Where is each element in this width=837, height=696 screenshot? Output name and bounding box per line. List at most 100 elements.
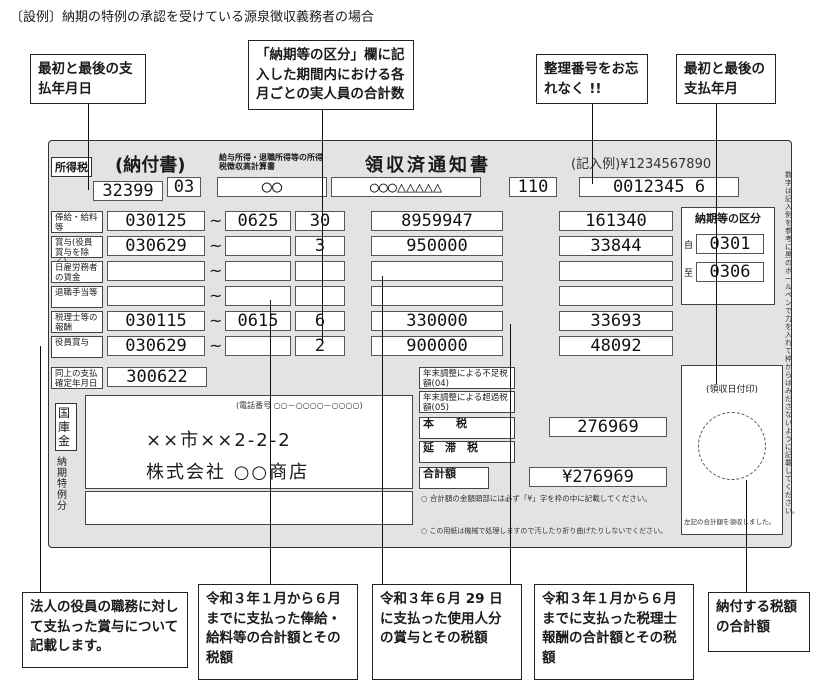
zeimusho-code: ○○○△△△△△ [331, 177, 481, 197]
phone-label: (電話番号 ○○－○○○○－○○○○) [236, 401, 363, 410]
row-from-date-value [107, 286, 205, 306]
arrow-line [746, 480, 747, 592]
row-amount-value [371, 286, 503, 306]
row-from-date-value: 030629 [107, 336, 205, 356]
kamoku-value: 110 [509, 177, 557, 197]
callout-bonus-total: 令和３年６月 29 日に支払った使用人分の賞与とその税額 [372, 584, 522, 680]
year-code-value: 03 [167, 177, 201, 197]
arrow-line [40, 346, 41, 592]
row-tax [559, 261, 673, 281]
kubun-box: 納期等の区分 自 0301 至 0306 [681, 207, 775, 305]
row-people [295, 261, 345, 281]
callout-officer-bonus: 法人の役員の職務に対して支払った賞与について記載します。 [22, 592, 188, 668]
row-to-date-value [225, 261, 291, 281]
row-from-date-value [107, 261, 205, 281]
row-people-value: 2 [295, 336, 345, 356]
payer-code: ○○ [217, 177, 327, 197]
row-people-value [295, 261, 345, 281]
range-tilde: ~ [209, 261, 223, 280]
entai-label: 延 滞 税 [419, 441, 515, 463]
range-tilde: ~ [209, 311, 223, 330]
honzei-value: 276969 [549, 417, 667, 437]
row-to-date: 0625 [225, 211, 291, 231]
row-to-date-value: 0615 [225, 311, 291, 331]
row-amount [371, 261, 503, 281]
adjust-over-label: 年末調整による超過税額(05) [419, 391, 515, 413]
row-tax-value: 33844 [559, 236, 673, 256]
callout-kubun-note: 「納期等の区分」欄に記入した期間内における各月ごとの実人員の合計数 [248, 40, 414, 110]
row-tax-value: 48092 [559, 336, 673, 356]
payer-code-value: ○○ [217, 177, 327, 197]
adjust-short-label: 年末調整による不足税額(04) [419, 367, 515, 389]
seiri-number-value: 0012345 6 [579, 177, 739, 197]
callout-total-tax: 納付する税額の合計額 [708, 592, 810, 652]
kubun-to: 0306 [696, 262, 764, 282]
arrow-line [382, 276, 383, 592]
row-label: 役員賞与 [51, 336, 103, 358]
arrow-line [322, 110, 323, 344]
row-from-date [107, 261, 205, 281]
address-area: (電話番号 ○○－○○○○－○○○○) ××市××2-2-2 株式会社 ○○商店 [85, 395, 413, 489]
row-amount-value: 900000 [371, 336, 503, 356]
kubun-to-label: 至 [684, 269, 694, 279]
zeimusho-value: ○○○△△△△△ [331, 177, 481, 197]
row-to-date-value [225, 336, 291, 356]
row-amount: 900000 [371, 336, 503, 356]
kamoku-code: 110 [509, 177, 557, 197]
callout-seiri-note: 整理番号をお忘れなく !! [536, 54, 648, 104]
row-amount: 330000 [371, 311, 503, 331]
office-code-value: 32399 [93, 181, 163, 201]
arrow-line [592, 104, 593, 184]
company-value: 株式会社 ○○商店 [146, 462, 310, 483]
row-label: 退職手当等 [51, 286, 103, 308]
payment-slip-form: 所得税 (納付書) 給与所得・退職所得等の所得税徴収高計算書 領収済通知書 (記… [48, 140, 799, 548]
honzei-amount: 276969 [549, 417, 667, 437]
row-to-date [225, 236, 291, 256]
total-amount: ¥276969 [529, 467, 667, 487]
callout-tax-accountant: 令和３年１月から６月までに支払った税理士報酬の合計額とその税額 [534, 584, 694, 680]
note-1: ○ 合計額の金額頭部には必ず「¥」字を枠の中に記載してください。 [421, 494, 652, 503]
row-people: 6 [295, 311, 345, 331]
total-label: 合計額 [419, 467, 489, 489]
office-code: 32399 [93, 181, 163, 201]
receipt-area: (領収日付印) 左記の合計額を領収しました。 [681, 365, 783, 535]
row-to-date [225, 261, 291, 281]
honzei-label: 本 税 [419, 417, 515, 439]
row-label: 税理士等の報酬 [51, 311, 103, 333]
row-tax-value: 161340 [559, 211, 673, 231]
memo-area [85, 491, 413, 525]
receipt-date-label: (領収日付印) [705, 385, 759, 395]
row-tax: 161340 [559, 211, 673, 231]
kubun-label: 納期等の区分 [695, 212, 761, 225]
callout-salary-total: 令和３年１月から６月までに支払った俸給・給料等の合計額とその税額 [198, 584, 358, 680]
range-tilde: ~ [209, 286, 223, 305]
tax-type: 給与所得・退職所得等の所得税徴収高計算書 [219, 153, 323, 171]
row-tax-value [559, 286, 673, 306]
address-value: ××市××2-2-2 [146, 430, 292, 451]
row-tax: 33693 [559, 311, 673, 331]
row-tax: 33844 [559, 236, 673, 256]
range-tilde: ~ [209, 336, 223, 355]
row-amount-value: 330000 [371, 311, 503, 331]
row-amount-value: 8959947 [371, 211, 503, 231]
row-to-date-value [225, 286, 291, 306]
nouki-label: 納期特例分 [57, 457, 67, 512]
row-tax-value: 33693 [559, 311, 673, 331]
kubun-to-value: 0306 [696, 262, 764, 282]
row-label: 日雇労務者の賃金 [51, 261, 103, 283]
kubun-from: 0301 [696, 234, 764, 254]
row-from-date-value: 030115 [107, 311, 205, 331]
range-tilde: ~ [209, 211, 223, 230]
row-people: 2 [295, 336, 345, 356]
example-title: 〔設例〕納期の特例の承認を受けている源泉徴収義務者の場合 [10, 10, 375, 25]
row-people-value: 6 [295, 311, 345, 331]
receipt-stamp-circle [698, 412, 766, 480]
total-value: ¥276969 [529, 467, 667, 487]
row-to-date-value [225, 236, 291, 256]
range-tilde: ~ [209, 236, 223, 255]
row-label: 俸給・給料等 [51, 211, 103, 233]
row-people-value: 30 [295, 211, 345, 231]
row-from-date-value: 030125 [107, 211, 205, 231]
note-2: ○ この用紙は機械で処理しますので汚したり折り曲げたりしないでください。 [421, 527, 668, 535]
arrow-line [88, 104, 89, 190]
